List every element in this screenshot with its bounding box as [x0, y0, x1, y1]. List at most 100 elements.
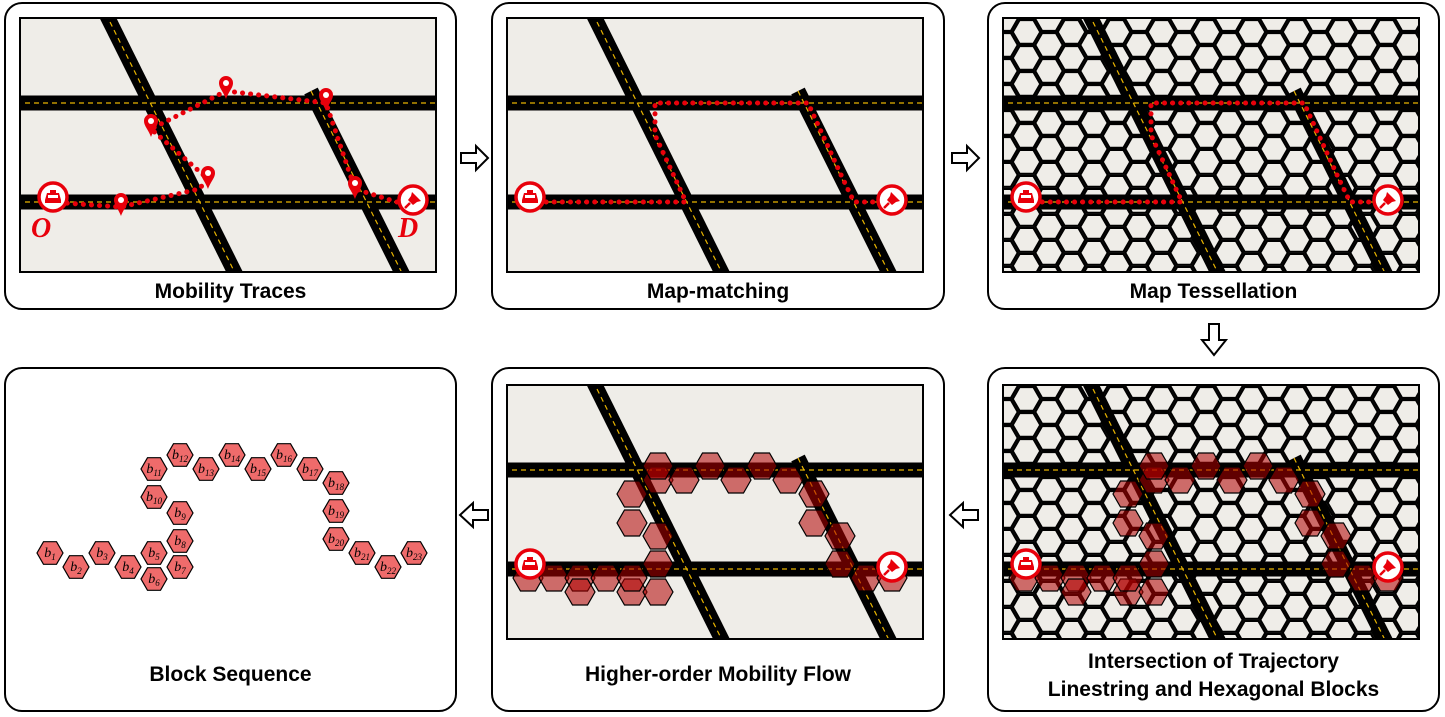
hex-cell	[1004, 476, 1020, 504]
hex-block	[1138, 522, 1170, 550]
block-hex: b20	[322, 527, 350, 551]
hex-cell	[1146, 619, 1177, 638]
block-hex: b23	[400, 541, 428, 565]
block-hex: b14	[218, 443, 246, 467]
hex-cell	[1033, 135, 1065, 162]
map-tessellation	[1002, 17, 1420, 273]
hex-block	[1320, 522, 1352, 550]
hex-cell	[1303, 606, 1335, 633]
hex-cell	[1038, 632, 1060, 638]
map-canvas	[1004, 19, 1418, 271]
hex-cell	[1326, 19, 1357, 45]
hex-cell	[1416, 474, 1418, 480]
block-hex: b4	[114, 555, 142, 579]
hex-cell	[1326, 593, 1357, 620]
hex-cell	[1393, 57, 1418, 85]
hex-cell	[1281, 44, 1312, 72]
hex-cell	[1281, 593, 1312, 620]
hex-block	[1112, 480, 1144, 508]
hex-cell	[1416, 81, 1418, 87]
destination-label: D	[397, 213, 418, 244]
hex-cell	[1078, 528, 1110, 555]
hex-cell	[1326, 437, 1357, 465]
block-label: b9	[174, 506, 186, 522]
hex-cell	[1033, 213, 1065, 240]
road	[1287, 87, 1393, 271]
hex-cell	[1326, 619, 1357, 638]
hex-block	[1060, 578, 1092, 606]
trajectory-route	[535, 100, 903, 205]
hex-cell	[1146, 386, 1177, 412]
hex-cell	[1281, 19, 1312, 45]
panel-higher-order-flow: Higher-order Mobility Flow	[491, 367, 945, 712]
hex-cell	[1258, 57, 1290, 85]
hex-cell	[1303, 386, 1335, 400]
hex-block	[1242, 452, 1274, 480]
road-network	[21, 19, 435, 271]
hex-cell	[1371, 619, 1402, 638]
hex-cell	[1213, 580, 1245, 607]
hex-cell	[1191, 386, 1222, 412]
hex-block	[1034, 564, 1066, 592]
block-hex: b2	[62, 555, 90, 579]
block-label: b17	[302, 462, 319, 478]
hex-cell	[1056, 122, 1087, 149]
hex-cell	[1236, 593, 1267, 620]
pushpin-icon	[1372, 551, 1404, 583]
hex-cell	[1393, 213, 1418, 240]
hex-cell	[1123, 31, 1155, 59]
hex-cell	[1078, 213, 1110, 240]
hex-cell	[1281, 148, 1312, 175]
hex-cell	[1416, 55, 1418, 61]
hex-cell	[1004, 239, 1020, 266]
hex-cell	[1004, 109, 1020, 137]
hex-cell	[1146, 44, 1177, 72]
hex-cell	[1011, 515, 1042, 542]
hex-block	[564, 578, 596, 606]
hex-cell	[1281, 619, 1312, 638]
hex-cell	[1263, 632, 1285, 638]
road	[791, 87, 897, 271]
hex-cell	[1393, 528, 1418, 555]
hex-cell	[1011, 148, 1042, 175]
location-pin-icon	[201, 166, 215, 189]
hex-cell	[1303, 31, 1335, 59]
block-hex: b15	[244, 457, 272, 481]
hex-cell	[1191, 122, 1222, 149]
hex-cell	[1236, 619, 1267, 638]
hex-cell	[1083, 265, 1105, 271]
hex-cell	[1348, 386, 1380, 400]
block-label: b1	[44, 546, 56, 562]
hex-cell	[1168, 424, 1200, 452]
trajectory-route	[48, 88, 416, 210]
hex-cell	[1393, 239, 1418, 266]
hex-cell	[1004, 606, 1020, 633]
hex-cell	[1416, 29, 1418, 35]
hex-cell	[1393, 476, 1418, 504]
hex-cell	[1004, 57, 1020, 85]
hex-cell	[1213, 213, 1245, 240]
hex-cell	[1004, 31, 1020, 59]
block-label: b6	[148, 572, 160, 588]
block-label: b19	[328, 504, 345, 520]
hex-cell	[1168, 31, 1200, 59]
hex-cell	[1033, 528, 1065, 555]
hex-cell	[1173, 265, 1195, 271]
block-label: b10	[146, 490, 163, 506]
hex-cell	[1011, 44, 1042, 72]
hex-cell	[1213, 528, 1245, 555]
hex-cell	[1213, 502, 1245, 529]
hex-cell	[1078, 424, 1110, 452]
hex-cell	[1393, 424, 1418, 452]
hex-cell	[1168, 19, 1200, 33]
road-centerline	[1090, 19, 1218, 271]
hex-cell	[1078, 57, 1110, 85]
hex-cell	[1303, 239, 1335, 266]
hex-cell	[1078, 476, 1110, 504]
hex-cell	[1038, 265, 1060, 271]
hex-cell	[1123, 19, 1155, 33]
hex-cell	[1303, 398, 1335, 426]
hex-cell	[1326, 226, 1357, 253]
hex-block	[798, 509, 830, 537]
